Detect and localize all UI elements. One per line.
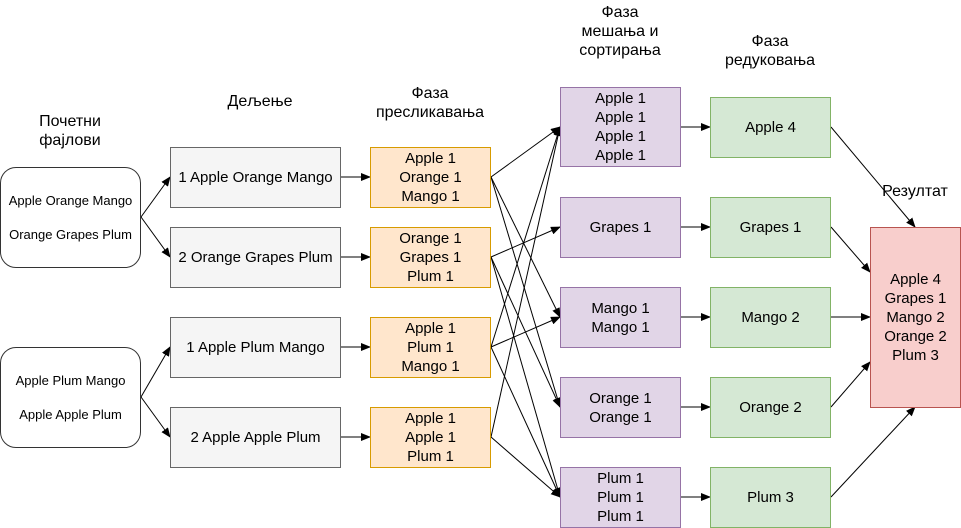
shuffle-line: Orange 1 [589,408,652,426]
result-box: Apple 4 Grapes 1 Mango 2 Orange 2 Plum 3 [870,227,961,408]
split-text: 1 Apple Plum Mango [186,339,325,356]
split-text: 1 Apple Orange Mango [178,169,333,186]
heading-line: Почетни [39,113,101,130]
connector-arrow [830,406,916,498]
reduce-text: Mango 2 [741,309,800,326]
split-box-2: 2 Orange Grapes Plum [170,227,341,288]
connector-arrow [490,256,562,498]
heading-line: Резултат [882,183,948,200]
shuffle-line: Mango 1 [591,318,650,336]
heading-map-phase: Фаза пресликавања [360,84,500,122]
shuffle-line: Plum 1 [597,508,644,525]
split-box-3: 1 Apple Plum Mango [170,317,341,378]
connector-arrow [830,361,871,408]
connector-arrow [490,436,561,498]
split-box-1: 1 Apple Orange Mango [170,147,341,208]
heading-line: редуковања [725,52,815,69]
heading-line: Фаза [751,33,789,50]
map-line: Plum 1 [407,268,454,285]
reduce-text: Plum 3 [747,489,794,506]
shuffle-line: Apple 1 [595,128,646,145]
connector-arrow [140,346,171,398]
split-text: 2 Apple Apple Plum [190,429,321,446]
map-line: Grapes 1 [399,249,462,266]
reduce-box-orange: Orange 2 [710,377,831,438]
shuffle-box-grapes: Grapes 1 [560,197,681,258]
connector-arrow [490,126,561,178]
connector-arrow [490,226,561,258]
map-line: Apple 1 [405,150,456,167]
map-box-4: Apple 1 Apple 1 Plum 1 [370,407,491,468]
map-line: Mango 1 [401,188,460,205]
shuffle-line: Grapes 1 [589,219,652,236]
connector-arrow [490,176,562,408]
file-line: Apple Plum Mango [15,373,126,388]
heading-line: фајлови [39,132,101,149]
file-line: Apple Apple Plum [19,407,122,422]
heading-shuffle-phase: Фаза мешања и сортирања [555,3,685,60]
map-line: Apple 1 [405,320,456,337]
heading-initial-files: Почетни фајлови [20,112,120,150]
connector-arrow [490,176,561,318]
shuffle-line: Mango 1 [591,299,650,317]
map-line: Mango 1 [401,358,460,375]
shuffle-line: Apple 1 [595,147,646,164]
heading-line: пресликавања [375,104,485,121]
connector-arrow [830,226,871,273]
reduce-text: Orange 2 [739,399,802,416]
shuffle-box-plum: Plum 1 Plum 1 Plum 1 [560,467,681,528]
file-line: Apple Orange Mango [8,193,133,208]
result-line: Grapes 1 [884,290,947,307]
shuffle-line: Apple 1 [595,109,646,126]
connector-arrow [490,126,562,348]
reduce-text: Apple 4 [745,119,796,136]
heading-split: Дељење [205,92,315,111]
heading-reduce-phase: Фаза редуковања [705,32,835,70]
heading-line: Фаза [411,85,449,102]
input-file-1: Apple Orange Mango Orange Grapes Plum [0,167,141,268]
connector-arrow [140,176,171,218]
split-text: 2 Orange Grapes Plum [178,249,333,266]
connector-arrow [140,396,171,438]
shuffle-box-apple: Apple 1 Apple 1 Apple 1 Apple 1 [560,87,681,167]
map-box-2: Orange 1 Grapes 1 Plum 1 [370,227,491,288]
shuffle-box-mango: Mango 1 Mango 1 [560,287,681,348]
shuffle-line: Plum 1 [597,489,644,506]
heading-line: мешања и [581,23,659,40]
map-line: Apple 1 [405,410,456,427]
map-line: Plum 1 [407,448,454,465]
file-line: Orange Grapes Plum [9,227,132,242]
split-box-4: 2 Apple Apple Plum [170,407,341,468]
input-file-2: Apple Plum Mango Apple Apple Plum [0,347,141,448]
map-line: Orange 1 [399,230,462,247]
result-line: Plum 3 [892,347,939,364]
reduce-box-mango: Mango 2 [710,287,831,348]
connector-arrow [490,316,561,348]
reduce-box-grapes: Grapes 1 [710,197,831,258]
reduce-box-apple: Apple 4 [710,97,831,158]
connector-arrow [140,216,171,258]
heading-line: Фаза [601,4,639,21]
heading-line: сортирања [579,42,661,59]
map-line: Orange 1 [399,169,462,186]
connector-arrow [490,126,562,438]
heading-line: Дељење [227,93,293,110]
shuffle-line: Orange 1 [589,389,652,407]
result-line: Mango 2 [886,309,945,326]
shuffle-line: Apple 1 [595,90,646,107]
result-line: Apple 4 [890,271,941,288]
connector-arrow [830,126,916,228]
reduce-box-plum: Plum 3 [710,467,831,528]
connector-arrow [490,346,561,498]
shuffle-box-orange: Orange 1 Orange 1 [560,377,681,438]
reduce-text: Grapes 1 [739,219,802,236]
map-line: Apple 1 [405,429,456,446]
map-box-1: Apple 1 Orange 1 Mango 1 [370,147,491,208]
map-box-3: Apple 1 Plum 1 Mango 1 [370,317,491,378]
map-line: Plum 1 [407,339,454,356]
result-line: Orange 2 [884,328,947,345]
shuffle-line: Plum 1 [597,470,644,487]
heading-result: Резултат [865,182,961,201]
